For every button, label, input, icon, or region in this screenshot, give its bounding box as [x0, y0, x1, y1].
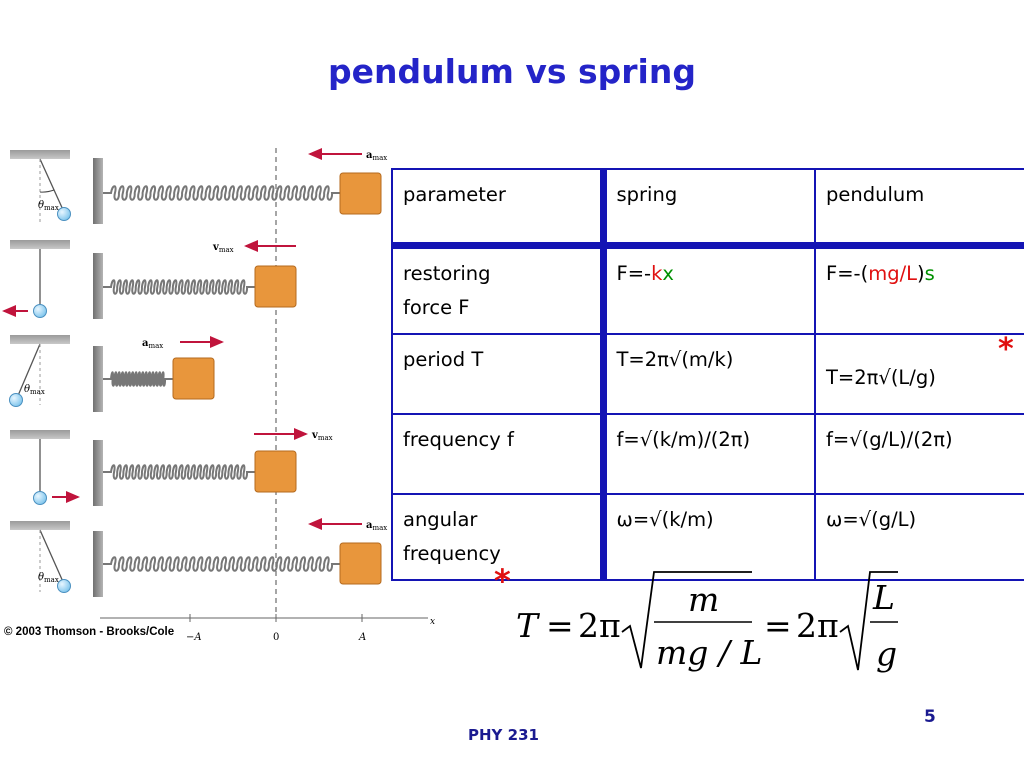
slide-title: pendulum vs spring: [328, 52, 696, 91]
pendulum-bob: [57, 207, 71, 221]
wall: [93, 158, 103, 224]
svg-text:amax: amax: [142, 338, 163, 350]
header-spring: spring: [602, 168, 816, 249]
cell-pendulum: ω=√(g/L): [814, 493, 1024, 581]
diagram-row-2: vmax: [2, 240, 297, 319]
svg-text:amax: amax: [366, 520, 387, 532]
diagram-row-5: θmax amax: [10, 518, 387, 597]
page-number: 5: [924, 707, 936, 727]
svg-text:mg / L: mg / L: [656, 633, 762, 672]
pendulum-spring-figure: θmax amax vmax θmax amax: [2, 148, 435, 643]
x-axis: −A 0 A x: [100, 614, 435, 643]
cell-pendulum: T=2π√(L/g) *: [814, 332, 1024, 415]
pendulum-string: [39, 158, 65, 213]
svg-text:m: m: [688, 580, 719, 619]
header-parameter: parameter: [391, 168, 607, 249]
table-row: frequency f f=√(k/m)/(2π) f=√(g/L)/(2π): [391, 413, 1024, 495]
svg-text:θmax: θmax: [24, 384, 45, 396]
diagram-row-3: θmax amax: [9, 335, 224, 412]
svg-text:L: L: [872, 578, 895, 617]
block: [339, 172, 382, 215]
svg-text:amax: amax: [366, 150, 387, 162]
cell-spring: T=2π√(m/k): [602, 333, 816, 415]
cell-pendulum: F=-(mg/L)s: [814, 244, 1024, 335]
theta-max-label: θmax: [38, 200, 59, 212]
table-header-row: parameter spring pendulum: [391, 168, 1024, 249]
cell-spring: f=√(k/m)/(2π): [602, 413, 816, 495]
svg-text:vmax: vmax: [311, 430, 333, 442]
svg-text:=: =: [546, 606, 574, 645]
svg-text:−A: −A: [186, 632, 202, 643]
svg-text:θmax: θmax: [38, 572, 59, 584]
svg-text:0: 0: [273, 632, 279, 643]
period-equation: T = 2π m mg / L = 2π L g: [516, 571, 898, 673]
header-pendulum: pendulum: [814, 168, 1024, 249]
figure-credit: © 2003 Thomson - Brooks/Cole: [4, 626, 175, 638]
ceiling: [10, 150, 70, 159]
svg-text:=: =: [764, 606, 792, 645]
svg-text:vmax: vmax: [212, 242, 234, 254]
cell-parameter: frequency f: [391, 413, 607, 495]
cell-spring: F=-kx: [602, 244, 816, 335]
svg-text:2π: 2π: [578, 606, 621, 645]
diagram-row-1: θmax amax: [10, 148, 387, 224]
svg-text:x: x: [430, 617, 435, 627]
svg-text:2π: 2π: [796, 606, 839, 645]
cell-parameter: period T: [391, 333, 607, 415]
cell-spring: ω=√(k/m): [602, 493, 816, 581]
svg-text:A: A: [358, 632, 366, 643]
period-star: *: [998, 332, 1014, 367]
course-label: PHY 231: [468, 726, 539, 744]
equation-star: *: [494, 562, 511, 600]
cell-pendulum: f=√(g/L)/(2π): [814, 413, 1024, 495]
svg-text:T: T: [516, 606, 541, 645]
diagram-row-4: vmax: [10, 428, 333, 506]
spring: [103, 185, 340, 201]
table-row: period T T=2π√(m/k) T=2π√(L/g) *: [391, 332, 1024, 415]
svg-text:g: g: [876, 634, 897, 673]
